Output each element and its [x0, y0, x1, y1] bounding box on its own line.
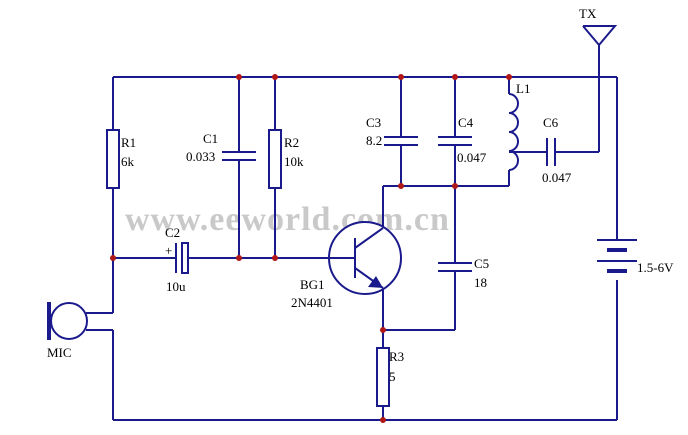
- antenna-icon: [582, 25, 618, 47]
- label-c1: C1: [203, 131, 218, 146]
- label-battery: 1.5-6V: [637, 260, 674, 275]
- label-l1: L1: [516, 81, 530, 96]
- capacitor-c6: [546, 138, 556, 166]
- wires: [86, 45, 618, 421]
- label-tx: TX: [579, 6, 597, 21]
- label-r3: R3: [389, 349, 404, 364]
- resistor-r2: [268, 129, 282, 189]
- label-c2: C2: [165, 225, 180, 240]
- label-r2: R2: [284, 135, 299, 150]
- capacitor-c3: [384, 136, 418, 146]
- label-r2-value: 10k: [284, 154, 304, 169]
- label-c5-value: 18: [474, 275, 487, 290]
- label-c3-value: 8.2: [366, 133, 382, 148]
- label-c4: C4: [458, 115, 474, 130]
- label-c5: C5: [474, 256, 489, 271]
- capacitor-c5: [438, 262, 472, 272]
- label-r1: R1: [121, 135, 136, 150]
- label-mic: MIC: [47, 345, 72, 360]
- label-r1-value: 6k: [121, 154, 135, 169]
- resistor-r1: [106, 129, 120, 189]
- label-c4-value: 0.047: [457, 150, 487, 165]
- microphone-icon: [47, 302, 88, 340]
- label-c6-value: 0.047: [542, 170, 572, 185]
- watermark: www.eeworld.com.cn: [125, 201, 450, 238]
- label-c3: C3: [366, 115, 381, 130]
- capacitor-c4: [438, 136, 472, 146]
- capacitor-c1: [222, 151, 256, 161]
- capacitor-c2: [175, 242, 189, 274]
- junction-dots: [110, 74, 512, 423]
- label-c2-polarity: +: [165, 243, 172, 258]
- label-c2-value: 10u: [166, 279, 186, 294]
- battery-icon: [597, 239, 637, 273]
- label-c1-value: 0.033: [186, 149, 215, 164]
- inductor-l1: [508, 93, 519, 171]
- label-c6: C6: [543, 115, 559, 130]
- label-r3-value: 5: [389, 369, 396, 384]
- label-bg1-value: 2N4401: [291, 295, 333, 310]
- resistor-r3: [376, 347, 390, 407]
- label-bg1: BG1: [300, 277, 325, 292]
- labels: TX R1 6k C1 0.033 R2 10k C3 8.2 C4 0.047…: [47, 6, 674, 384]
- transistor-bg1: [328, 221, 402, 295]
